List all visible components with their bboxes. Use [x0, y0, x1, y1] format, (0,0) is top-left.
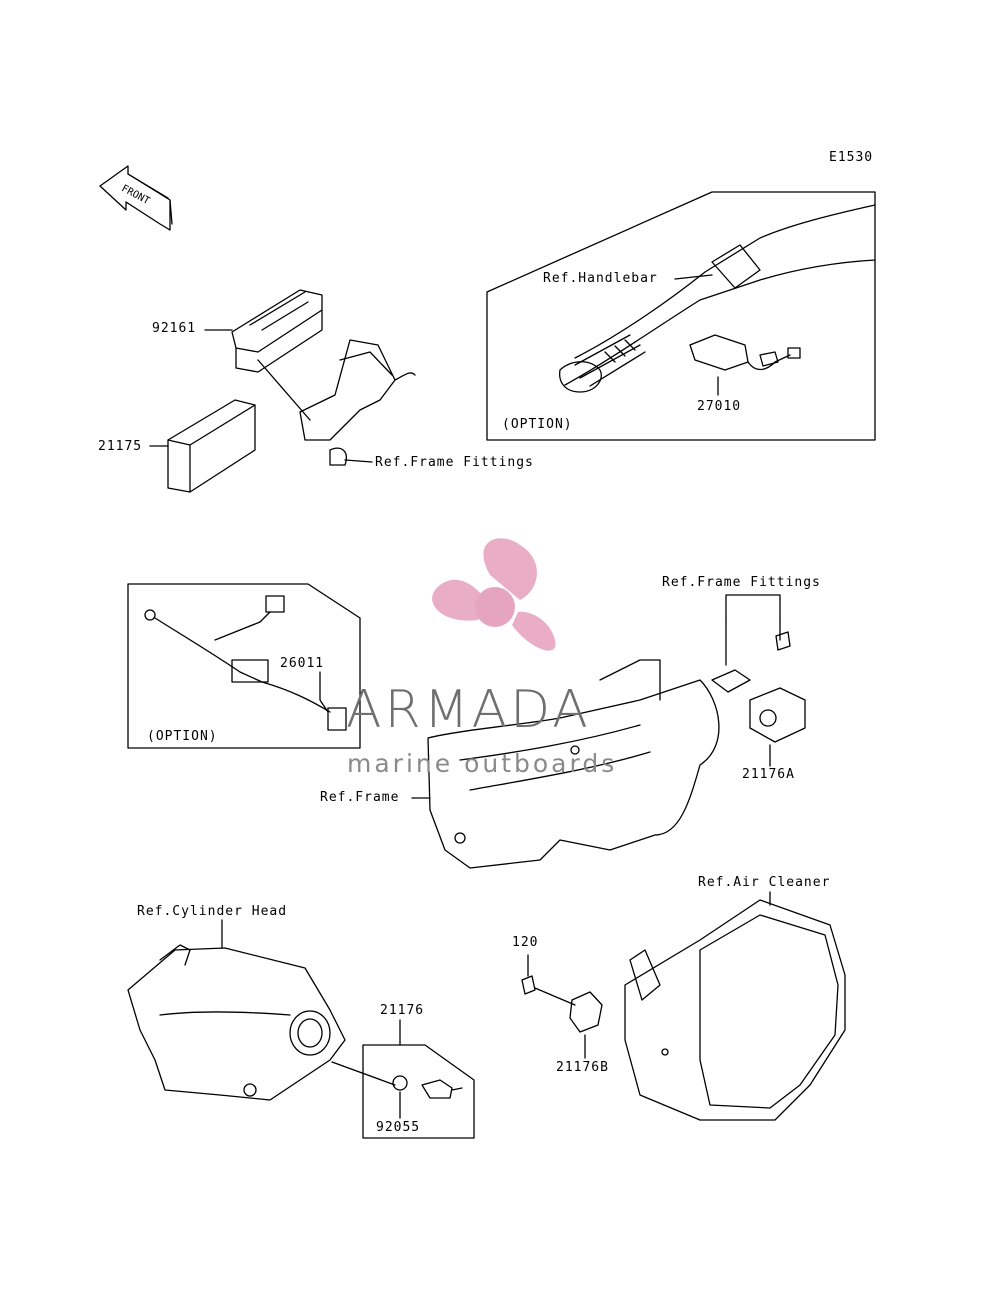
- label-92161: 92161: [152, 321, 197, 336]
- label-ref-air-cleaner: Ref.Air Cleaner: [698, 875, 831, 890]
- cylinder-head-illustration: [127, 944, 346, 1101]
- label-ref-frame-fittings-mid: Ref.Frame Fittings: [662, 575, 821, 590]
- bracket-bolt-illustration: [711, 631, 791, 693]
- handlebar-option-box: [486, 191, 876, 441]
- watermark-brand: ARMADA: [346, 680, 591, 740]
- switch-27010-illustration: [689, 334, 801, 371]
- leader-ref-frame-fittings-mid: [725, 594, 781, 621]
- label-120: 120: [512, 935, 539, 950]
- leader-26011: [319, 671, 329, 713]
- sensor-21176-box: [362, 1044, 475, 1139]
- label-option-handlebar: (OPTION): [502, 417, 573, 432]
- label-21176a: 21176A: [742, 767, 795, 782]
- front-arrow-text-layer: FRONT: [120, 183, 152, 207]
- air-cleaner-illustration: [624, 899, 846, 1121]
- watermark-tagline: marine outboards: [347, 749, 618, 778]
- ecu-21175-illustration: [167, 399, 256, 493]
- label-21176: 21176: [380, 1003, 425, 1018]
- frame-illustration: [427, 659, 720, 869]
- label-26011: 26011: [280, 656, 325, 671]
- handlebar-illustration: [559, 204, 876, 393]
- leader-ref-frame-fittings-top: [344, 459, 373, 463]
- label-ref-frame-fittings-top: Ref.Frame Fittings: [375, 455, 534, 470]
- diagram-code: E1530: [829, 150, 874, 165]
- bolt-120-illustration: [521, 975, 536, 995]
- label-21175: 21175: [98, 439, 143, 454]
- front-arrow-label: FRONT: [120, 183, 152, 207]
- frame-fittings-bracket-illustration: [299, 339, 416, 466]
- label-27010: 27010: [697, 399, 742, 414]
- label-ref-frame: Ref.Frame: [320, 790, 400, 805]
- armada-logo-icon: [432, 538, 556, 651]
- label-ref-cylinder-head: Ref.Cylinder Head: [137, 904, 288, 919]
- label-21176b: 21176B: [556, 1060, 609, 1075]
- harness-option-box: [127, 583, 361, 749]
- leader-ref-handlebar: [674, 274, 713, 280]
- label-ref-handlebar: Ref.Handlebar: [543, 271, 658, 286]
- label-option-harness: (OPTION): [147, 729, 218, 744]
- ecu-bracket-illustration: [231, 289, 323, 373]
- front-arrow-icon: [99, 165, 173, 231]
- label-92055: 92055: [376, 1120, 421, 1135]
- harness-26011-illustration: [144, 595, 347, 731]
- leader-92161-bracket: [257, 359, 311, 421]
- sensor-21176b-illustration: [534, 987, 603, 1033]
- sensor-21176-illustration: [392, 1075, 463, 1099]
- sensor-21176a-illustration: [749, 687, 806, 743]
